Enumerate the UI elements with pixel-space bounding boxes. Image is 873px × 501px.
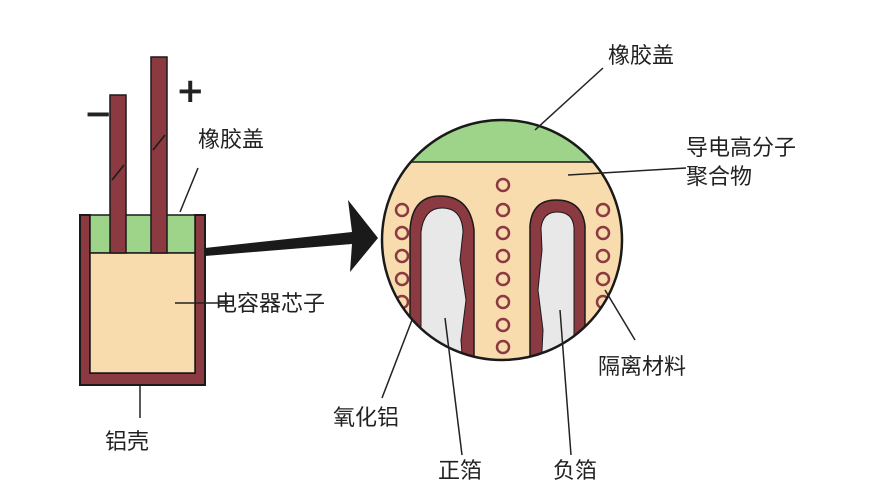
rubber-cap-right-label: 橡胶盖 [608, 44, 674, 69]
positive-foil [420, 207, 467, 360]
conductive-polymer-leader [567, 167, 687, 176]
aluminum-oxide-leader [381, 319, 413, 399]
negative-lead [109, 94, 127, 254]
negative-foil [537, 211, 575, 360]
negative-foil-label: 负箔 [553, 459, 597, 484]
positive-foil-leader [444, 317, 463, 456]
capacitor-core [89, 252, 196, 374]
magnified-section [380, 118, 624, 362]
conductive-polymer-label-line2: 聚合物 [686, 165, 752, 190]
rubber-cap-section [382, 120, 622, 163]
plus-sign: + [176, 71, 205, 111]
capacitor-core-label: 电容器芯子 [215, 292, 325, 317]
zoom-arrow [205, 200, 378, 272]
minus-sign: − [84, 94, 113, 134]
conductive-polymer-label-line1: 导电高分子 [686, 136, 796, 161]
separator-leader [604, 289, 636, 341]
positive-lead [150, 56, 168, 254]
separator-label: 隔离材料 [598, 355, 686, 380]
rubber-cap-left-label: 橡胶盖 [198, 128, 264, 153]
aluminum-shell-label: 铝壳 [105, 430, 149, 455]
negative-foil-leader [559, 309, 572, 456]
rubber-cap-right-leader [534, 67, 604, 131]
capacitor-body [79, 56, 206, 386]
aluminum-oxide-label: 氧化铝 [333, 406, 399, 431]
rubber-cap-left-leader [179, 167, 199, 213]
rubber-cap [89, 214, 196, 254]
positive-foil-label: 正箔 [438, 459, 482, 484]
